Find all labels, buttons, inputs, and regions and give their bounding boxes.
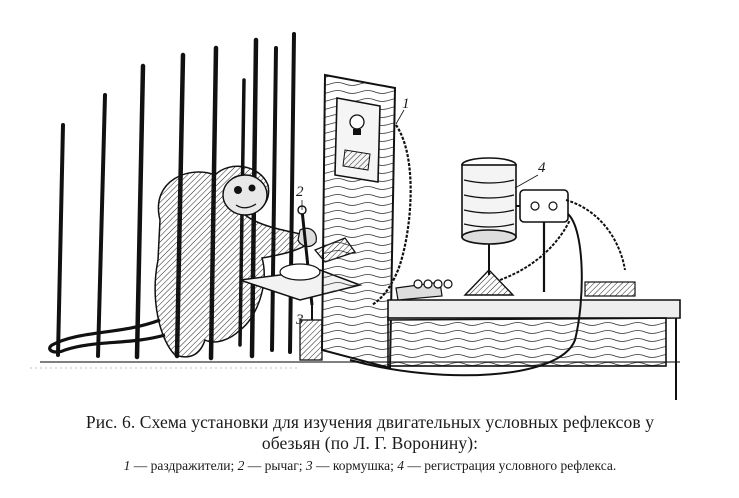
label-1: 1	[402, 96, 410, 112]
legend-text-1: — раздражители;	[130, 458, 238, 473]
recording-drum	[461, 157, 517, 296]
partition-panel	[320, 73, 397, 370]
legend-num-1: 1	[123, 458, 131, 473]
figure-caption: Рис. 6. Схема установки для изучения дви…	[30, 412, 710, 454]
caption-line-2: обезьян (по Л. Г. Воронину):	[261, 433, 479, 453]
figure-legend: 1 — раздражители; 2 — рычаг; 3 — кормушк…	[30, 458, 710, 474]
marker-electromagnet	[516, 189, 569, 292]
legend-num-4: 4	[397, 458, 405, 473]
label-2: 2	[296, 184, 304, 200]
table	[387, 279, 681, 400]
label-4: 4	[538, 160, 546, 176]
apparatus-illustration: 2 3 1	[30, 32, 681, 400]
legend-text-3: — кормушка;	[312, 458, 398, 473]
legend-text-4: — регистрация условного рефлекса.	[404, 458, 617, 473]
recorder-cables	[349, 199, 626, 377]
label-3: 3	[295, 312, 304, 328]
caption-line-1: Рис. 6. Схема установки для изучения дви…	[85, 412, 655, 432]
legend-num-2: 2	[237, 458, 245, 473]
legend-num-3: 3	[305, 458, 313, 473]
stimulus-wire	[371, 124, 412, 306]
monkey-illustration	[48, 165, 317, 358]
legend-text-2: — рычаг;	[244, 458, 306, 473]
